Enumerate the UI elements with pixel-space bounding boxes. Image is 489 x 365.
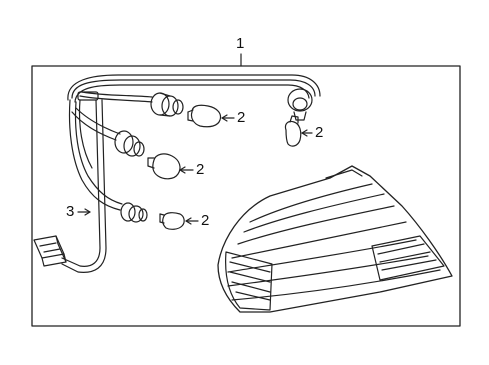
callout-3-harness: 3	[66, 203, 75, 220]
callout-2-bulb-top-right: 2	[315, 124, 324, 141]
diagram-frame	[31, 65, 461, 327]
socket-lower	[120, 202, 148, 223]
callout-2-bulb-lower: 2	[201, 212, 210, 229]
wire-harness	[61, 74, 321, 273]
socket-top-right	[287, 88, 313, 121]
callout-2-bulb-top: 2	[237, 109, 246, 126]
leader-arrows	[77, 114, 313, 225]
bulb-lower	[159, 212, 185, 230]
socket-top-left	[150, 92, 184, 117]
harness-connector	[33, 235, 67, 267]
socket-middle	[114, 130, 145, 157]
callout-1-assembly: 1	[236, 35, 245, 52]
bulb-top-right	[284, 115, 302, 147]
tail-lamp-lens	[217, 165, 453, 313]
callout-2-bulb-middle: 2	[196, 161, 205, 178]
bulb-middle	[147, 153, 181, 180]
bulb-top	[187, 104, 222, 128]
